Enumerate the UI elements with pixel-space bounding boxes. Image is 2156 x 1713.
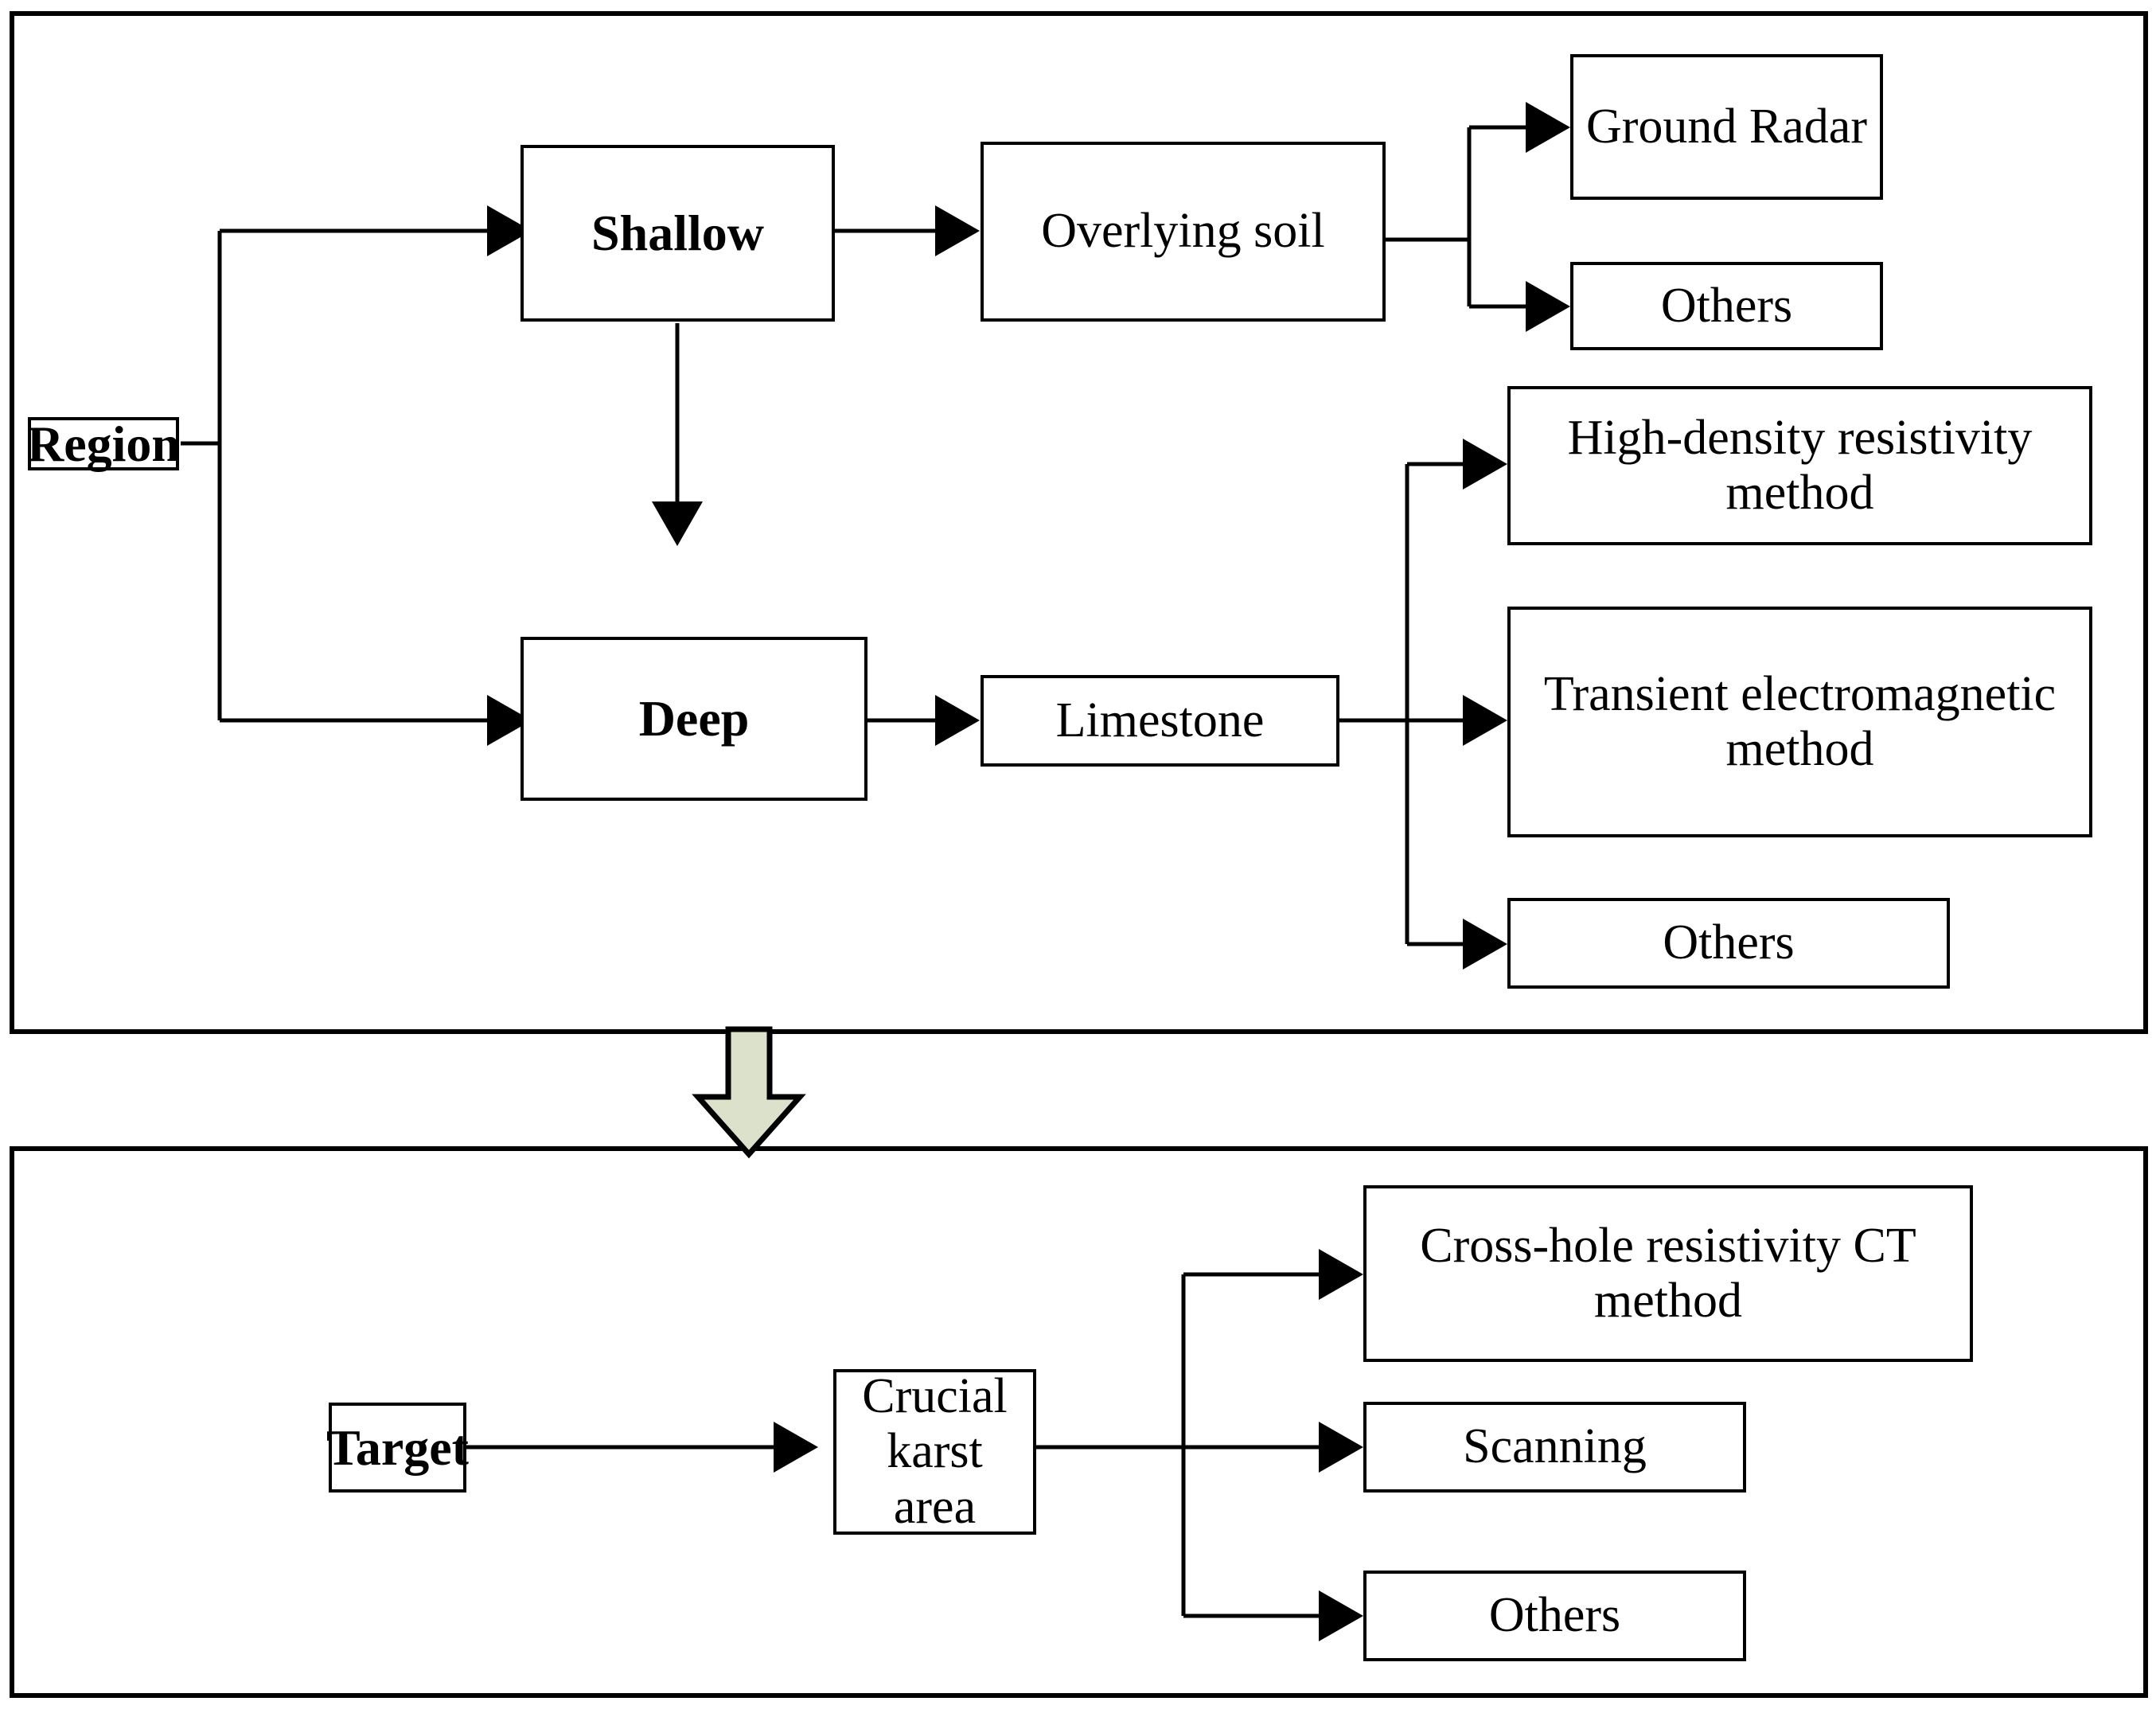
- node-high-density-resistivity[interactable]: High-density resistivity method: [1507, 386, 2092, 545]
- node-ground-radar-label: Ground Radar: [1586, 99, 1867, 154]
- node-others-shallow-label: Others: [1660, 278, 1793, 333]
- node-cross-hole-resistivity-ct-label: Cross-hole resistivity CT method: [1420, 1218, 1916, 1328]
- node-high-density-resistivity-label: High-density resistivity method: [1567, 410, 2033, 520]
- node-deep[interactable]: Deep: [520, 637, 867, 801]
- node-scanning-label: Scanning: [1463, 1419, 1647, 1474]
- node-region[interactable]: Region: [27, 415, 180, 472]
- node-shallow[interactable]: Shallow: [520, 145, 835, 322]
- node-transient-electromagnetic[interactable]: Transient electromagnetic method: [1507, 607, 2092, 837]
- node-target-label: Target: [326, 1418, 469, 1476]
- node-others-bottom-label: Others: [1488, 1588, 1621, 1643]
- node-scanning[interactable]: Scanning: [1363, 1402, 1746, 1493]
- node-deep-label: Deep: [638, 690, 750, 747]
- node-overlying-soil[interactable]: Overlying soil: [981, 142, 1386, 322]
- node-others-deep[interactable]: Others: [1507, 898, 1950, 989]
- node-others-bottom[interactable]: Others: [1363, 1571, 1746, 1661]
- node-shallow-label: Shallow: [591, 205, 764, 262]
- node-region-label: Region: [27, 415, 180, 472]
- node-overlying-soil-label: Overlying soil: [1041, 204, 1325, 259]
- node-crucial-karst-area[interactable]: Crucial karst area: [833, 1369, 1036, 1535]
- node-limestone-label: Limestone: [1055, 693, 1265, 747]
- node-others-deep-label: Others: [1663, 915, 1795, 970]
- node-others-shallow[interactable]: Others: [1570, 262, 1883, 350]
- node-crucial-karst-area-label: Crucial karst area: [862, 1368, 1008, 1534]
- node-cross-hole-resistivity-ct[interactable]: Cross-hole resistivity CT method: [1363, 1185, 1973, 1362]
- node-transient-electromagnetic-label: Transient electromagnetic method: [1543, 666, 2057, 776]
- node-limestone[interactable]: Limestone: [981, 675, 1339, 767]
- node-target[interactable]: Target: [326, 1403, 469, 1493]
- node-ground-radar[interactable]: Ground Radar: [1570, 54, 1883, 200]
